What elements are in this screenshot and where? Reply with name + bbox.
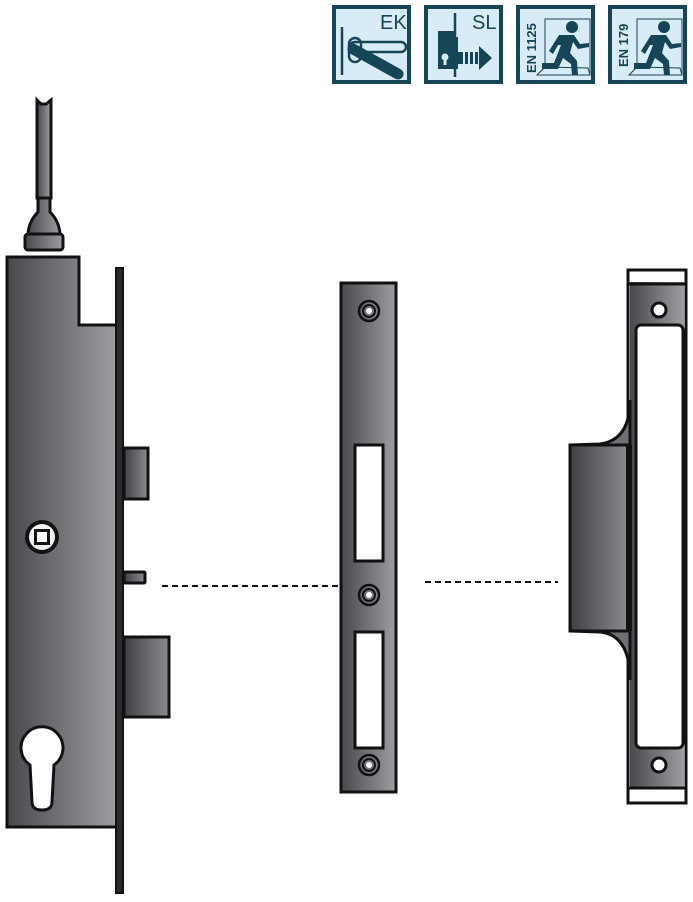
badge-en1125: EN 1125: [516, 5, 595, 84]
screw-hole-bottom: [357, 753, 381, 777]
lever-handle-icon: [340, 27, 407, 80]
profile-cylinder-hole: [19, 725, 65, 812]
screw-hole-top: [357, 299, 381, 323]
box-strike-keeper: [568, 268, 688, 805]
flat-strike-plate: [339, 281, 398, 794]
badge-sl: SL: [424, 5, 503, 84]
running-exit-icon: [535, 18, 591, 76]
lock-bolt-arrow-icon: [438, 13, 492, 77]
badge-ek: EK: [332, 5, 411, 84]
screw-hole-middle: [357, 583, 381, 607]
badge-en179: EN 179: [608, 5, 687, 84]
connecting-rod: [23, 96, 65, 252]
badge-ek-label: EK: [380, 12, 407, 34]
follower-square: [25, 520, 59, 554]
running-exit-icon: [627, 18, 683, 76]
keeper-screw-hole-bottom: [650, 756, 668, 774]
keeper-screw-hole-top: [650, 301, 668, 319]
badge-sl-label: SL: [472, 12, 497, 34]
mortise-lock-body: [5, 255, 171, 894]
